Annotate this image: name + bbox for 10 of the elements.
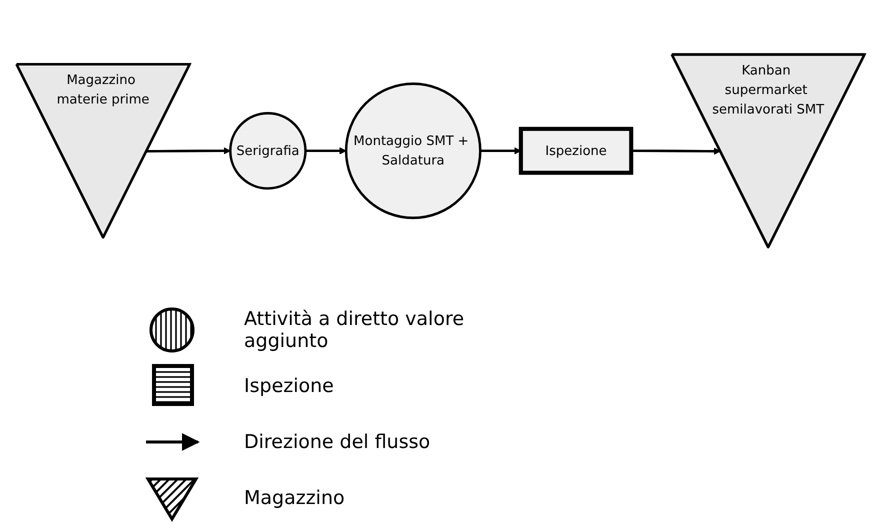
arrow [631, 148, 721, 155]
node-circle: Serigrafia [229, 112, 307, 190]
arrow [305, 147, 346, 155]
node-circle: Montaggio SMT + Saldatura [344, 82, 482, 220]
legend-label: Attività a diretto valore aggiunto [244, 308, 466, 352]
legend-label: Direzione del flusso [244, 431, 430, 453]
node-box: Ispezione [518, 127, 634, 175]
legend-label: Magazzino [244, 487, 345, 509]
legend-label: Ispezione [244, 375, 334, 397]
arrow [146, 147, 231, 155]
